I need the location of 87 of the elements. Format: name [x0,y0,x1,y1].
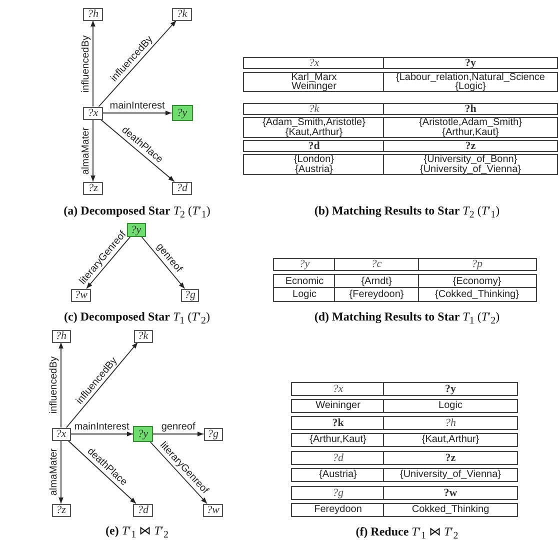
edge-label: influencedBy [80,34,92,92]
edge-label: influencedBy [48,356,60,414]
subfigure-caption: (d) Matching Results to Star T$_{1}$ (T′$_{2}$) [314,309,500,327]
variable-node: ?z [83,182,103,194]
result-value: {London} [294,155,334,164]
result-value: {Kaut,Arthur} [285,128,343,137]
result-value: Weininger [316,400,360,412]
arrow [70,432,134,436]
subfigure-caption: (b) Matching Results to Star T$_{2}$ (T′$_{1}$) [314,203,500,221]
arrow [66,342,138,428]
variable-node: ?y [172,105,192,121]
edge-label: almaMater [80,126,92,174]
variable-node: ?k [134,330,152,342]
result-value: Cokked_Thinking [412,504,490,516]
arrow [141,236,186,289]
arrow [150,442,208,504]
variable-header: ?z [465,141,476,151]
result-value: Logic [292,288,316,301]
result-value: {Austria} [319,469,357,481]
edge-label: almaMater [48,448,60,496]
result-value: Fereydoon [314,504,362,516]
result-value: {Adam_Smith,Aristotle} [262,118,366,128]
result-value: {Arthur,Kaut} [310,434,366,446]
variable-node: ?y [133,426,153,442]
edge-label: genreof [161,422,196,432]
edge-label: mainInterest [110,100,165,112]
variable-header: ?x [332,383,344,395]
variable-header: ?p [472,259,482,270]
arrow [100,119,175,182]
result-value: Weininger [292,82,336,91]
arrow [90,119,96,182]
variable-node: ?x [83,106,103,120]
arrow [152,432,204,436]
variable-header: ?c [371,259,382,270]
result-value: {Kaut,Arthur} [422,434,480,446]
subfigure-caption: (e) T′$_{1}$ ⋈ T′$_{2}$ [106,523,168,541]
variable-node: ?z [52,504,70,516]
variable-node: ?x [52,428,70,440]
variable-header: ?h [464,104,476,114]
variable-node: ?d [172,182,192,194]
variable-header: ?y [445,383,456,395]
subfigure-caption: (c) Decomposed Star T$_{1}$ (T′$_{2}$) [64,309,210,327]
result-value: {Fereydoon} [349,288,404,301]
arrow [68,440,136,504]
variable-header: ?d [332,452,344,464]
arrow [86,236,131,289]
result-value: {Aristotle,Adam_Smith} [419,118,522,128]
variable-node: ?k [172,8,192,20]
result-value: Karl_Marx [291,73,337,82]
variable-node: ?g [181,288,199,302]
subfigure-caption: (f) Reduce T′$_{1}$ ⋈ T′$_{2}$ [356,524,458,542]
variable-header: ?g [332,487,344,499]
variable-header: ?d [308,141,320,151]
result-value: Logic [438,400,462,412]
arrow [98,20,177,107]
variable-node: ?d [133,504,153,516]
variable-header: ?y [299,259,310,270]
result-value: {University_of_Bonn} [424,155,518,164]
variable-header: ?x [308,58,320,68]
variable-header: ?z [445,452,456,464]
variable-header: ?y [465,58,476,68]
result-value: {University_of_Vienna} [420,164,521,174]
variable-node: ?g [204,428,222,440]
variable-node: ?h [83,8,103,20]
result-value: {Labour_relation,Natural_Science [396,73,545,82]
variable-header: ?k [308,104,320,114]
result-value: {Arthur,Kaut} [442,128,499,137]
variable-node: ?w [71,288,91,302]
variable-header: ?h [445,417,456,429]
variable-header: ?k [332,417,344,429]
variable-node: ?y [126,223,146,237]
result-value: {Cokked_Thinking} [435,288,519,301]
edge-label: mainInterest [74,422,130,432]
arrow [90,20,96,107]
variable-node: ?h [52,330,70,342]
arrow [58,440,64,504]
result-value: {Logic} [455,82,486,91]
subfigure-caption: (a) Decomposed Star T$_{2}$ (T′$_{1}$) [64,203,210,221]
result-value: Ecnomic [285,275,324,288]
variable-header: ?w [444,487,458,499]
result-value: {Arndt} [361,275,392,288]
result-value: {University_of_Vienna} [400,469,501,481]
result-value: {Austria} [295,164,333,174]
arrow [102,110,172,116]
result-value: {Economy} [452,275,502,288]
arrow [58,342,64,428]
variable-node: ?w [203,504,223,516]
